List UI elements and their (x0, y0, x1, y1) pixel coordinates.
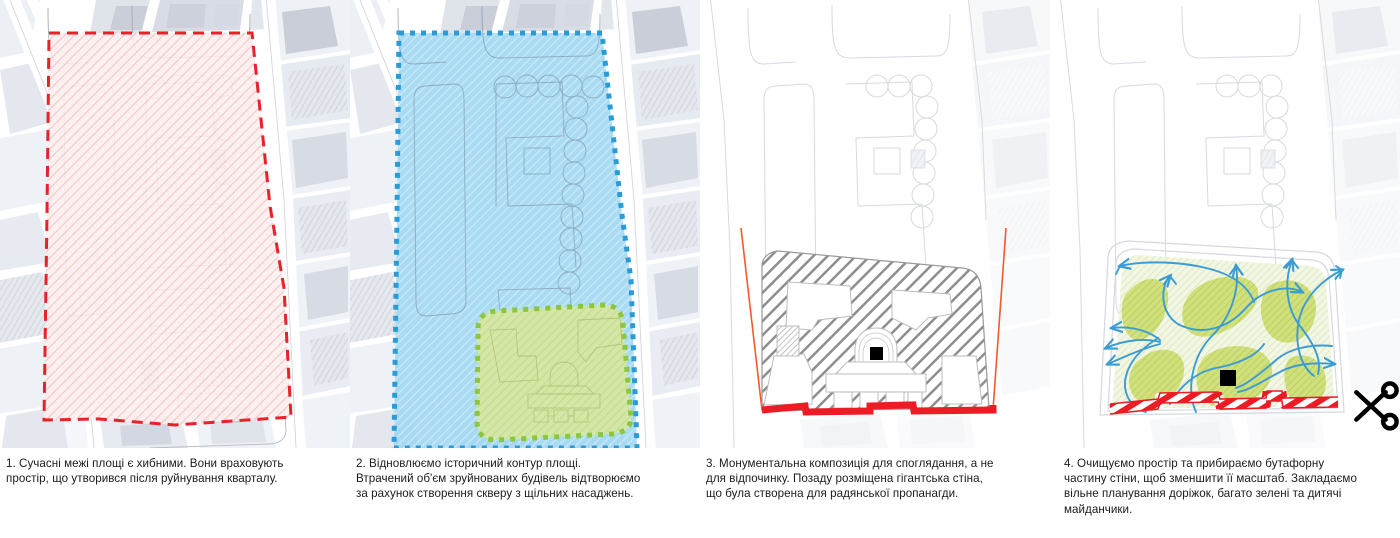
panel-1: 1. Сучасні межі площі є хибними. Вони вр… (0, 0, 350, 538)
monument-building (825, 327, 927, 409)
panel-4-caption: 4. Очищуємо простір та прибираємо бутафо… (1064, 457, 1357, 516)
panel-2-caption: 2. Відновлюємо історичний контур площі. … (356, 457, 641, 501)
panel-3-map-svg (710, 0, 1050, 448)
panel-4-map (1050, 0, 1400, 448)
basemap-layer-2 (350, 0, 700, 448)
sight-lines (740, 227, 1007, 411)
basemap-layer-3 (710, 0, 1050, 448)
site-boundary-outline-1 (42, 31, 293, 427)
basemap-layer-1 (0, 0, 350, 448)
path-arrowheads (1115, 259, 1343, 285)
panel-1-map (0, 0, 350, 448)
site-boundary-fill-1 (44, 33, 291, 425)
panel-1-caption: 1. Сучасні межі площі є хибними. Вони вр… (6, 457, 284, 486)
panel-3-caption: 3. Монументальна композиція для спогляда… (706, 457, 994, 501)
panel-1-map-svg (0, 0, 350, 448)
panel-4-map-svg (1060, 0, 1400, 448)
panel-2: ПЛОЩА РИНОК СКВЕР ШЕВЧЕНКА 2. Відновлюєм… (350, 0, 700, 538)
rynok-outline (391, 30, 640, 448)
panel-4: 4. Очищуємо простір та прибираємо бутафо… (1050, 0, 1400, 538)
scissors-icon (1354, 381, 1399, 431)
panel-3-map (700, 0, 1050, 448)
remaining-wall (1109, 390, 1339, 415)
panel-2-map: ПЛОЩА РИНОК СКВЕР ШЕВЧЕНКА (350, 0, 700, 448)
skver-shape (474, 302, 634, 443)
free-plan-paths (1106, 260, 1342, 413)
panel-3: 3. Монументальна композиція для спогляда… (700, 0, 1050, 538)
monument-marker-4 (1220, 370, 1236, 386)
monument-marker-3 (870, 347, 883, 360)
basemap-layer-4 (1060, 0, 1400, 448)
propaganda-wall (761, 401, 997, 416)
panel-2-map-svg (350, 0, 700, 448)
